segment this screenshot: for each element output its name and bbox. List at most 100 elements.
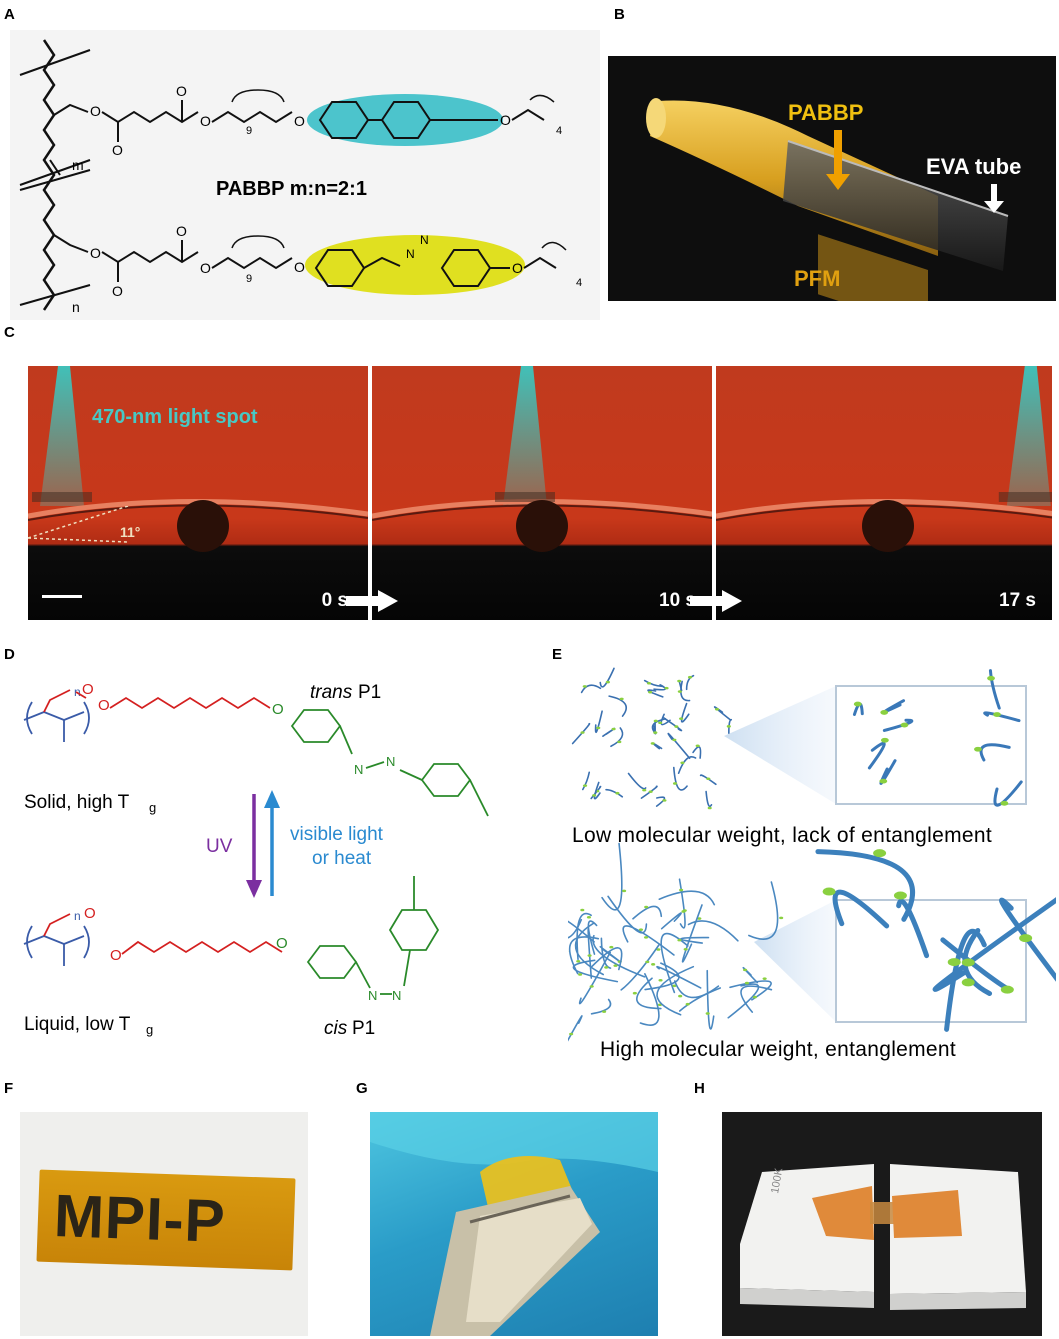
subscript-9a: 9 [246,125,252,137]
mesogen-dot [604,966,609,969]
mesogen-dot [706,777,711,781]
polymer-chain [706,969,715,1030]
mesogen-dot [580,731,585,734]
glove-clamp-svg [370,1112,658,1336]
panel-f-photo: MPI-P [20,1112,308,1336]
solid-sub: g [149,800,156,815]
zoom-box-high [835,899,1027,1023]
panel-letter-e: E [552,646,563,663]
trans-label: P1 [358,682,381,703]
mesogen-dot [617,740,622,744]
mesogen-dot [611,727,616,731]
atom-o-3: O [176,83,187,99]
polymer-chain [658,890,716,906]
atom-n-1: N [406,247,415,261]
light-spot-cone [503,366,547,506]
high-mw-caption: High molecular weight, entanglement [600,1038,957,1061]
tube-segment [495,492,555,502]
low-mw-caption: Low molecular weight, lack of entangleme… [572,824,992,847]
mesogen-dot [853,701,862,707]
mesogen-dot [644,905,649,909]
polymer-chain [677,756,697,775]
mesogen-dot [576,959,581,963]
atom-o-10: O [200,260,211,276]
tube-line [716,498,1052,519]
polymer-chain [627,772,647,790]
mesogen-dot [762,977,767,980]
d-atom-o-6: O [276,935,288,952]
mesogen-dot [1019,934,1033,943]
eva-arrow-shaft [991,184,997,204]
droplet [516,500,568,552]
mesogen-dot [695,744,700,748]
cis-italic: cis [324,1018,348,1039]
atom-o-8: O [112,283,123,299]
uv-arrow-icon [246,880,262,898]
low-mw-chains [571,667,733,810]
polymer-chain [652,742,663,750]
pabbp-ratio-label: PABBP m:n=2:1 [216,178,367,200]
d-atom-n-1: N [354,762,363,777]
liquid-sub: g [146,1022,153,1037]
frame-3: 17 s [716,366,1052,620]
mesogen-dot [880,710,889,715]
polymer-chain [815,849,916,922]
polymer-chain [673,980,720,999]
panel-g-photo [370,1112,658,1336]
trans-italic: trans [310,682,353,703]
angle-label: 11° [120,524,141,540]
mesogen-dot [679,717,684,720]
polymer-chain [610,727,624,748]
polymer-chain [680,702,690,723]
atom-o-6: O [500,112,511,128]
polymer-chain [879,759,897,785]
pabbp-label: PABBP [788,100,864,125]
subscript-4a: 4 [556,125,562,137]
mesogen-dot [653,719,658,723]
polymer-chain [680,936,710,944]
mesogen-dot [947,958,961,967]
tube-segment [998,492,1052,502]
mesogen-dot [645,960,650,964]
d-atom-o-5: O [110,947,122,964]
polymer-chain [576,912,592,961]
polymer-chain [685,674,695,691]
polymer-chain [993,780,1023,807]
atom-o-4: O [200,113,211,129]
polymer-chain [713,706,732,721]
mesogen-dot [679,888,684,892]
polymer-chain [599,667,615,688]
panel-letter-h: H [694,1080,705,1097]
light-spot-label: 470-nm light spot [92,406,258,428]
frame-time-label: 10 s [659,590,696,611]
polymer-chain [988,669,1001,710]
frame-svg-2 [372,366,712,552]
high-mw-zoom-chains [815,849,1056,1032]
mesogen-dot [648,690,653,694]
d-atom-o-4: O [84,905,96,922]
angle-lines [28,506,129,543]
polymer-chain [655,796,666,807]
mesogen-dot [658,978,663,982]
mesogen-dot [664,686,669,690]
polymer-chain [699,774,717,786]
mesogen-dot [619,697,624,701]
mesogen-dot [672,782,678,785]
uv-label: UV [206,836,233,857]
polymer-chain [742,966,759,984]
zoom-cone-low [724,686,836,804]
mesogen-dot [1000,800,1009,806]
eva-tube-label: EVA tube [926,154,1022,179]
mesogen-dot [642,788,647,792]
panel-letter-b: B [614,6,625,23]
polymer-chain [593,781,601,800]
solid-label: Solid, high T [24,792,130,813]
polymer-chain [639,973,660,1026]
polymer-chain [867,741,886,770]
atom-o-12: O [512,260,523,276]
polymer-chain [574,922,605,976]
mesogen-dot [714,708,720,711]
mesogen-dot [697,917,702,920]
mesogen-dot [582,784,588,787]
